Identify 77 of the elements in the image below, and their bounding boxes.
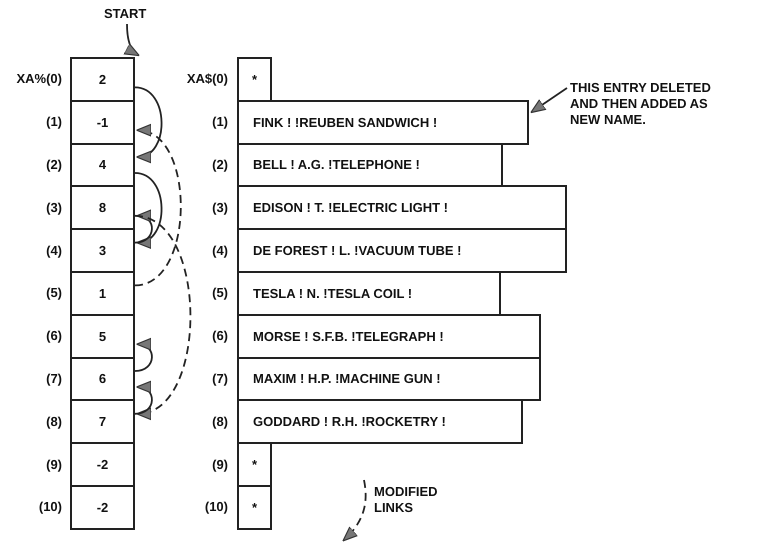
cell-value: MAXIM ! H.P. !MACHINE GUN ! [253, 371, 441, 386]
array-cell [237, 314, 541, 359]
link-arrow [134, 211, 153, 244]
index-label: (10) [38, 499, 62, 514]
array-cell [237, 228, 567, 273]
index-label: (10) [204, 499, 228, 514]
index-label: (7) [46, 371, 62, 386]
cell-value: 4 [98, 157, 106, 172]
cell-value: -2 [96, 500, 108, 515]
array-cell [237, 100, 529, 145]
array-cell [70, 399, 135, 444]
array-cell [237, 356, 541, 402]
array-cell [70, 442, 135, 487]
array-cell [70, 485, 135, 530]
cell-value: * [252, 500, 258, 515]
index-label: (2) [212, 157, 228, 172]
index-label: (5) [212, 285, 228, 300]
array-cell [237, 57, 272, 102]
cell-value: -1 [96, 114, 108, 130]
array-cell [237, 442, 272, 487]
cell-value: TESLA ! N. !TESLA COIL ! [253, 286, 412, 301]
array-cell [70, 100, 135, 145]
index-label: (1) [46, 114, 62, 130]
array-cell [70, 271, 135, 316]
array-cell [237, 399, 523, 444]
array-cell [70, 185, 135, 230]
link-arrow [134, 382, 153, 415]
index-label: (5) [46, 285, 62, 300]
cell-value: MORSE ! S.F.B. !TELEGRAPH ! [253, 328, 444, 344]
array-cell [237, 142, 503, 188]
cell-value: 8 [98, 200, 106, 216]
array-cell [237, 485, 272, 530]
leader-arrow [530, 87, 568, 114]
legend-label: MODIFIED LINKS [374, 484, 439, 516]
array-cell [70, 314, 135, 359]
index-label: (3) [46, 200, 62, 215]
index-label: (7) [212, 371, 228, 386]
link-arrow [134, 339, 153, 372]
index-label: (6) [212, 328, 228, 344]
start-label: START [104, 6, 150, 22]
index-label: (8) [46, 414, 62, 429]
cell-value: BELL ! A.G. !TELEPHONE ! [253, 157, 420, 172]
index-label: (3) [212, 200, 228, 215]
cell-value: 2 [98, 72, 106, 87]
array-cell [237, 271, 501, 316]
link-arrow [134, 172, 162, 246]
cell-value: 1 [98, 286, 106, 301]
array-cell [70, 228, 135, 273]
index-label: (2) [46, 157, 62, 172]
cell-value: GODDARD ! R.H. !ROCKETRY ! [253, 414, 446, 430]
cell-value: FINK ! !REUBEN SANDWICH ! [253, 114, 438, 130]
link-arrow [134, 86, 162, 161]
cell-value: 6 [98, 371, 106, 386]
index-label: (1) [212, 114, 228, 130]
index-label: XA%(0) [16, 71, 62, 86]
array-cell [70, 57, 135, 102]
leader-arrow [123, 24, 140, 56]
index-label: (6) [46, 328, 62, 344]
index-label: XA$(0) [186, 71, 228, 86]
cell-value: * [252, 457, 258, 472]
cell-value: EDISON ! T. !ELECTRIC LIGHT ! [253, 200, 448, 216]
array-cell [70, 142, 135, 188]
index-label: (9) [46, 456, 62, 472]
index-label: (4) [212, 242, 228, 258]
array-cell [237, 185, 567, 230]
cell-value: -2 [96, 457, 108, 472]
callout-text: THIS ENTRY DELETED AND THEN ADDED AS NEW NAME. [570, 80, 720, 128]
array-cell [70, 356, 135, 402]
index-label: (9) [212, 456, 228, 472]
index-label: (4) [46, 242, 62, 258]
cell-value: 5 [98, 328, 106, 344]
link-arrow [134, 126, 182, 286]
cell-value: 7 [98, 414, 106, 430]
cell-value: 3 [98, 243, 106, 258]
cell-value: DE FOREST ! L. !VACUUM TUBE ! [253, 243, 462, 258]
cell-value: * [252, 72, 258, 87]
index-label: (8) [212, 414, 228, 429]
